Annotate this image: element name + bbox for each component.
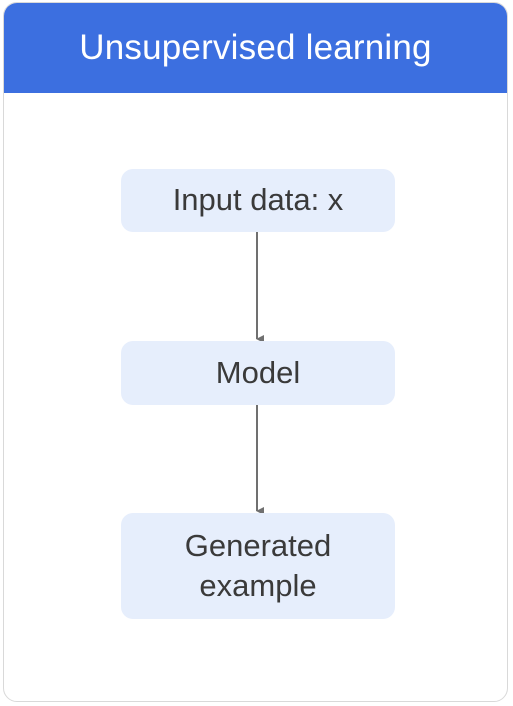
diagram-card: Unsupervised learning Input data: x Mode… — [3, 2, 508, 702]
input-data-node: Input data: x — [121, 169, 395, 232]
diagram-title: Unsupervised learning — [79, 28, 432, 67]
diagram-header: Unsupervised learning — [4, 3, 507, 93]
model-node: Model — [121, 341, 395, 405]
generated-example-node: Generated example — [121, 513, 395, 619]
arrow-layer — [256, 232, 264, 515]
